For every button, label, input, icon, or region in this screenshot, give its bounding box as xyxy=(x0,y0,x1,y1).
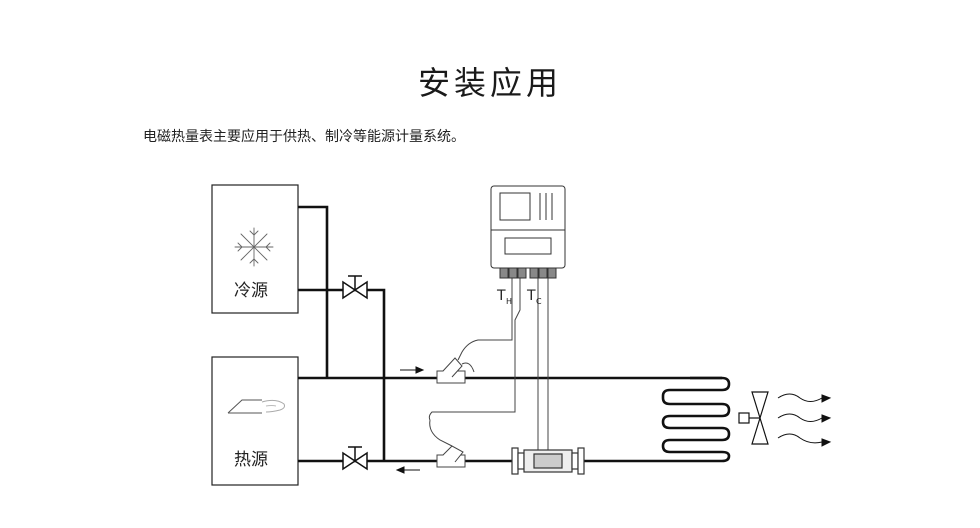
sensor-hot-sub: H xyxy=(506,297,512,306)
fan-icon xyxy=(738,391,769,445)
airflow-arrows xyxy=(777,393,832,447)
page-description: 电磁热量表主要应用于供热、制冷等能源计量系统。 xyxy=(143,129,465,145)
valve-icon xyxy=(342,275,368,300)
sensor-label-cold: T C xyxy=(526,288,542,306)
calculator-icon xyxy=(490,185,566,279)
sensor-label-hot: T H xyxy=(496,288,512,306)
heat-source-box: 热源 xyxy=(211,356,299,486)
snowflake-icon xyxy=(234,227,274,267)
pipe-network xyxy=(298,205,722,463)
cold-source-box: 冷源 xyxy=(211,184,299,314)
flow-arrow-icon xyxy=(400,366,425,374)
radiator-coil xyxy=(661,376,731,463)
heat-source-label: 热源 xyxy=(234,450,268,470)
flowmeter-icon xyxy=(511,447,585,475)
flow-arrow-icon xyxy=(395,466,420,474)
page-title: 安装应用 xyxy=(417,64,562,102)
hand-heat-icon xyxy=(227,399,285,414)
cold-source-label: 冷源 xyxy=(234,281,268,301)
signal-wires xyxy=(428,278,549,461)
sensor-hot-main: T xyxy=(496,288,506,304)
valve-icon xyxy=(342,446,368,471)
sensor-cold-main: T xyxy=(526,288,536,304)
hot-temperature-sensor xyxy=(436,357,475,384)
cold-temperature-sensor xyxy=(429,419,466,468)
sensor-cold-sub: C xyxy=(536,297,542,306)
